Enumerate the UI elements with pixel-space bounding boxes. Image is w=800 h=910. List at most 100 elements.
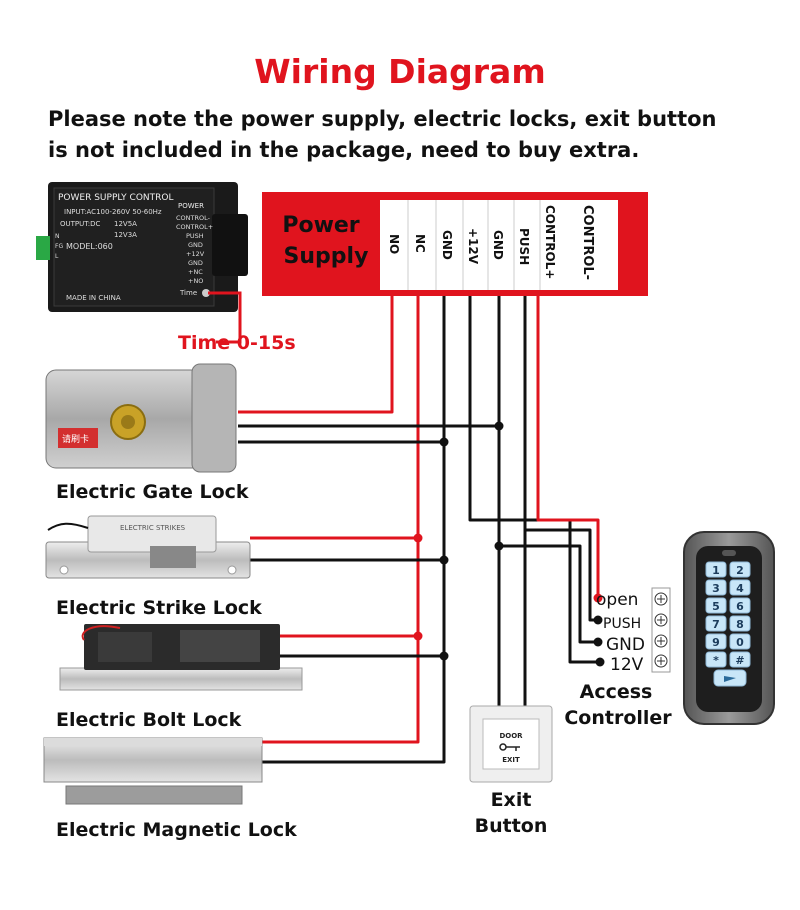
keypad-key-bg (729, 633, 751, 650)
gate-lock-badge: 请刷卡 (62, 433, 89, 445)
electric-magnetic-lock (43, 737, 263, 805)
note-line-2: is not included in the package, need to … (48, 138, 640, 162)
time-adjust-knob (202, 289, 210, 297)
controller-label-2: Controller (564, 707, 672, 729)
exit-face-top: DOOR (499, 732, 523, 740)
terminal-gnd-2: GND (491, 230, 505, 260)
power-supply-panel: Power Supply NO NC GND +12V GND PUSH CON… (262, 192, 648, 296)
psu-terminal-control-minus: CONTROL- (176, 214, 211, 222)
bell-icon (724, 676, 736, 682)
psu-output-1: 12V5A (114, 220, 137, 228)
keypad-key-bg (705, 561, 727, 578)
psu-heading: POWER SUPPLY CONTROL (58, 193, 174, 203)
gate-lock-badge-bg (58, 428, 98, 448)
keypad-key-bg (729, 579, 751, 596)
wire-gnd2-controller (499, 544, 598, 644)
strike-lock-label: Electric Strike Lock (56, 597, 262, 619)
keypad-key: * (713, 654, 719, 667)
psu-power-label: POWER (178, 202, 204, 210)
exit-face-bottom: EXIT (502, 756, 520, 764)
package-note: Please note the power supply, electric l… (48, 104, 768, 166)
gate-lock-label: Electric Gate Lock (56, 481, 249, 503)
controller-label-1: Access (580, 681, 653, 703)
terminal-push: PUSH (517, 228, 531, 265)
wire-12v-gate (238, 296, 472, 428)
junction-dots (439, 421, 605, 667)
keypad-key: 3 (712, 582, 720, 595)
controller-terminals: open PUSH GND 12V (596, 587, 671, 675)
controller-terminal-push: PUSH (603, 616, 641, 632)
psu-terminal-gnd-2: GND (188, 259, 203, 267)
power-supply-device: POWER SUPPLY CONTROL POWER INPUT:AC100-2… (36, 182, 248, 312)
magnetic-lock-label: Electric Magnetic Lock (56, 819, 297, 841)
psu-terminal-no: +NO (188, 277, 203, 285)
exit-label-1: Exit (491, 789, 532, 811)
wire-gnd-locks-trunk (262, 296, 446, 764)
keypad-key: 5 (712, 600, 720, 613)
psu-time-label: Time (179, 289, 197, 297)
key-icon (499, 743, 520, 751)
keypad-key: 2 (736, 564, 744, 577)
psu-terminal-push: PUSH (186, 232, 204, 240)
controller-terminal-gnd: GND (606, 635, 645, 655)
psu-terminal-12v: +12V (186, 250, 205, 258)
terminal-no: NO (387, 234, 401, 254)
psu-input-spec: INPUT:AC100-260V 50-60Hz (64, 208, 162, 216)
wire-no-gate-lock (238, 296, 394, 414)
controller-terminal-12v: 12V (610, 655, 644, 675)
psu-model: MODEL:060 (66, 242, 113, 251)
keypad-key-bg (729, 597, 751, 614)
keypad-key-bg (705, 633, 727, 650)
keypad-key-bg (729, 615, 751, 632)
exit-button-device: DOOR EXIT (469, 705, 553, 783)
psu-input-terminal-n: N (55, 233, 60, 240)
keypad-key: 0 (736, 636, 744, 649)
terminal-nc: NC (413, 234, 427, 253)
strike-lock-badge: ELECTRIC STRIKES (120, 524, 186, 532)
psu-terminal-control-plus: CONTROL+ (176, 223, 213, 231)
wire-push-controller (525, 528, 598, 622)
keypad-key: 7 (712, 618, 720, 631)
keypad-keys: 1 2 3 4 5 6 7 8 9 0 * # (705, 561, 751, 668)
wire-control-open (536, 296, 600, 598)
psu-input-terminal-fg: FG (55, 243, 63, 250)
time-range-label: Time 0-15s (178, 332, 296, 354)
bolt-lock-label: Electric Bolt Lock (56, 709, 242, 731)
psu-panel-title-2: Supply (284, 244, 369, 269)
psu-input-terminal-l: L (55, 253, 59, 260)
electric-strike-lock: ELECTRIC STRIKES (45, 515, 251, 579)
keypad-key: 8 (736, 618, 744, 631)
terminal-control-plus: CONTROL+ (543, 205, 557, 279)
keypad-key-bg (705, 615, 727, 632)
keypad-key-bg (729, 651, 751, 668)
keypad-key: 6 (736, 600, 744, 613)
wiring (238, 296, 600, 764)
terminal-control-minus: CONTROL- (580, 205, 595, 280)
keypad-key: 4 (736, 582, 744, 595)
keypad-key-bg (705, 651, 727, 668)
terminal-gnd-1: GND (440, 230, 454, 260)
psu-panel-title-1: Power (282, 213, 359, 238)
electric-gate-lock: 请刷卡 (45, 363, 237, 473)
time-pointer-line (208, 291, 242, 344)
note-line-1: Please note the power supply, electric l… (48, 107, 717, 131)
psu-terminal-nc: +NC (188, 268, 203, 276)
psu-output-label: OUTPUT:DC (60, 220, 101, 228)
psu-terminal-list: CONTROL- CONTROL+ PUSH GND +12V GND +NC … (176, 214, 213, 285)
wire-nc-trunk (262, 296, 420, 744)
keypad-key: 1 (712, 564, 720, 577)
diagram-title: Wiring Diagram (254, 52, 546, 91)
electric-bolt-lock (59, 624, 303, 691)
keypad-key: 9 (712, 636, 720, 649)
keypad-key-bg (705, 579, 727, 596)
terminal-12v: +12V (466, 228, 480, 265)
exit-label-2: Button (475, 815, 548, 837)
access-keypad: 1 2 3 4 5 6 7 8 9 0 * # (683, 531, 775, 725)
controller-terminal-open: open (596, 590, 638, 610)
keypad-key: # (735, 654, 744, 667)
keypad-key-bg (705, 597, 727, 614)
keypad-key-bg (729, 561, 751, 578)
psu-made-in: MADE IN CHINA (66, 294, 121, 302)
psu-output-2: 12V3A (114, 231, 137, 239)
